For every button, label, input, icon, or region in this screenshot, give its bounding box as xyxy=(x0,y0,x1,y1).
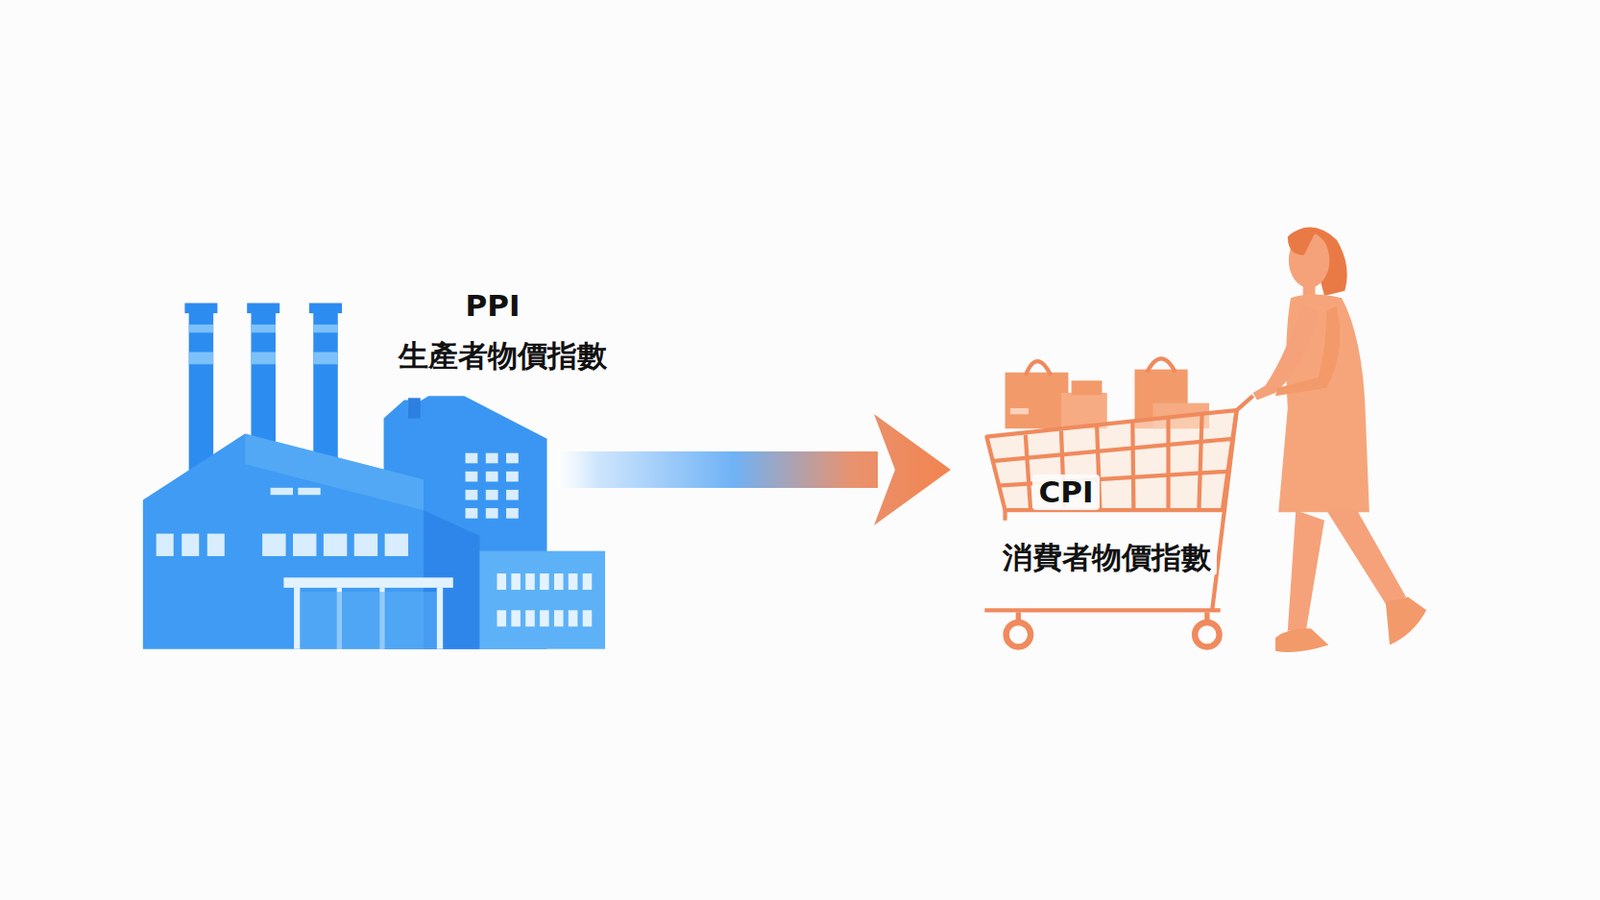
index-abbreviation: CPI xyxy=(1032,474,1099,510)
shopping-cart-illustration xyxy=(984,358,1253,647)
index-abbreviation: PPI xyxy=(465,288,521,324)
shopper-node: CPI 消費者物價指數 xyxy=(950,345,1431,663)
factory-node: PPI生產者物價指數 xyxy=(143,288,557,654)
flow-arrow xyxy=(556,413,951,526)
index-name: 消費者物價指數 xyxy=(996,539,1217,576)
shopper-illustration xyxy=(1253,227,1428,653)
index-name: 生產者物價指數 xyxy=(398,338,607,374)
